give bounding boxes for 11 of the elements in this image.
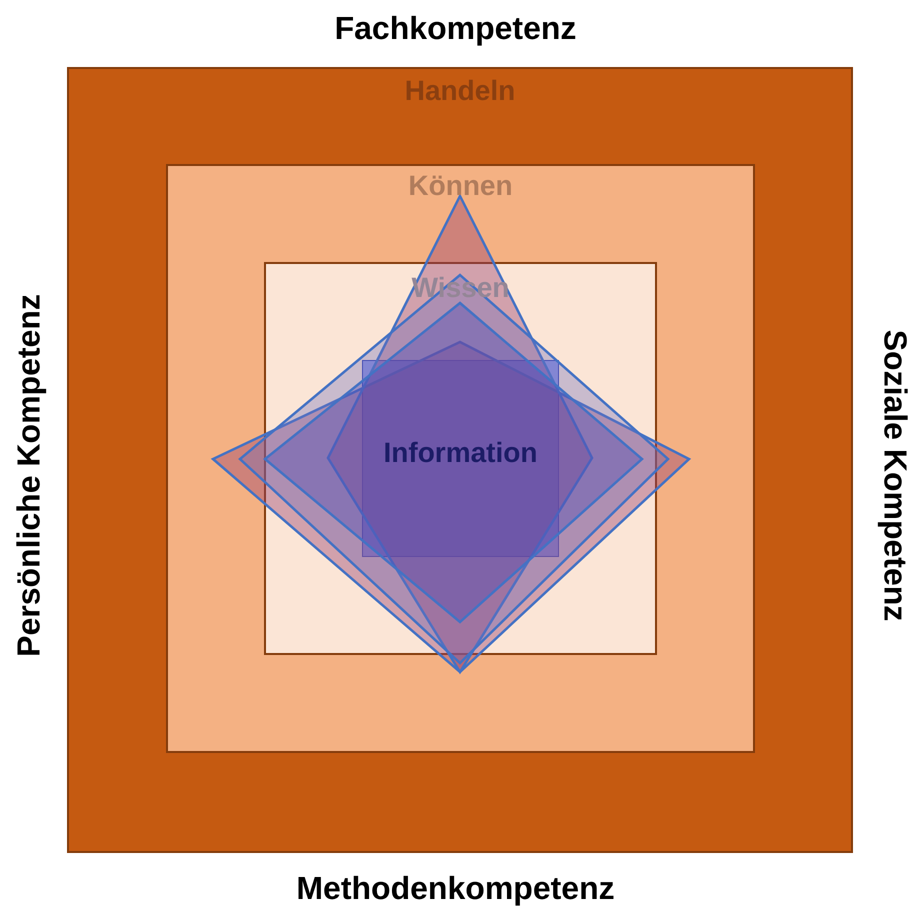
axis-label: Soziale Kompetenz [878,330,911,622]
axis-label: Persönliche Kompetenz [10,294,46,657]
middle-square [166,164,755,753]
axis-label: Fachkompetenz [334,10,576,46]
axis-label: Methodenkompetenz [296,870,615,906]
center-square [362,360,559,557]
square-label: Können [408,172,513,200]
square-label: Handeln [404,77,516,105]
square-label: Information [384,439,538,467]
inner-square [264,262,657,655]
outer-square [67,67,853,853]
